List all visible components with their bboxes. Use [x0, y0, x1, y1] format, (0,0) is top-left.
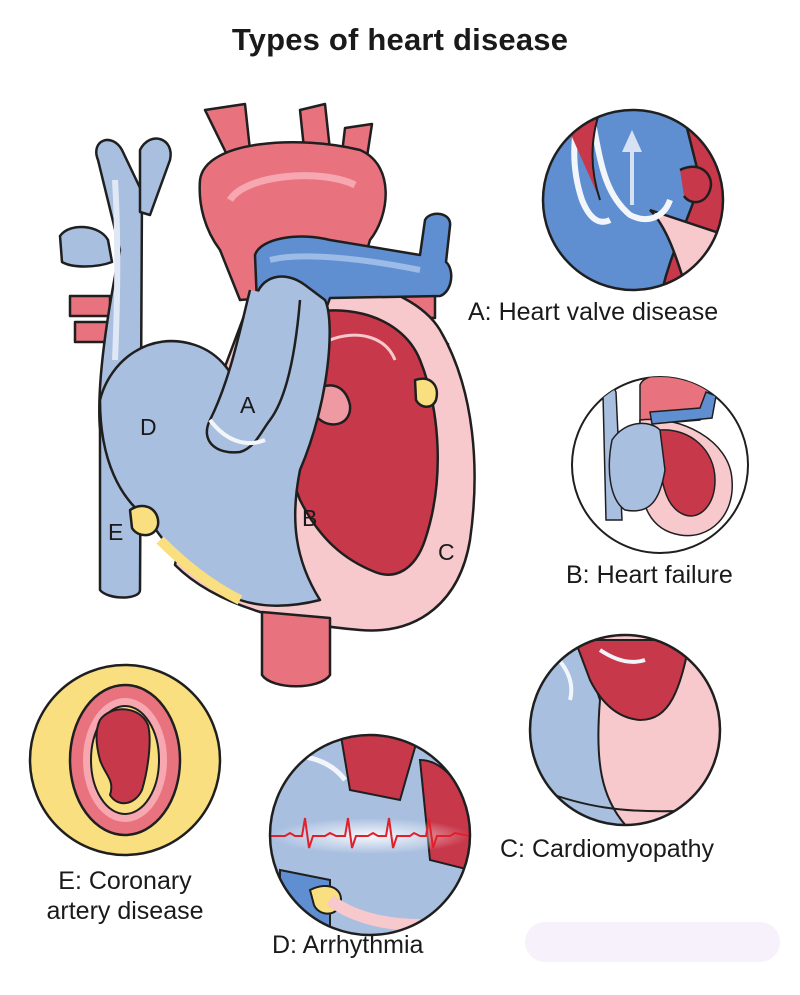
- inset-heart-failure: [571, 376, 749, 554]
- heart-label-a: A: [240, 392, 256, 418]
- coronary-artery-left: [413, 377, 439, 408]
- inset-cardiomyopathy: [528, 633, 722, 827]
- inset-arrhythmia: [268, 733, 472, 937]
- caption-cardiomyopathy: C: Cardiomyopathy: [500, 835, 714, 863]
- page-title: Types of heart disease: [231, 22, 569, 57]
- heart-label-b: B: [302, 505, 317, 531]
- caption-coronary-artery-disease: E: Coronary artery disease: [20, 866, 230, 926]
- background-smudge: [525, 922, 780, 962]
- heart-label-c: C: [438, 539, 455, 565]
- inset-coronary-artery-disease: [28, 663, 222, 857]
- heart-label-e: E: [108, 519, 123, 545]
- heart-label-d: D: [140, 414, 157, 440]
- caption-coronary-line-1: E: Coronary: [58, 867, 192, 895]
- caption-arrhythmia: D: Arrhythmia: [272, 931, 424, 959]
- coronary-artery-right: [128, 504, 160, 537]
- main-heart-illustration: [58, 102, 476, 688]
- caption-heart-failure: B: Heart failure: [566, 561, 733, 589]
- caption-coronary-line-2: artery disease: [46, 897, 204, 925]
- descending-aorta: [260, 610, 332, 688]
- ecg-trace: [270, 817, 471, 849]
- caption-heart-valve-disease: A: Heart valve disease: [468, 298, 719, 326]
- inset-valve-disease: [541, 108, 725, 292]
- artery-lumen: [95, 708, 151, 805]
